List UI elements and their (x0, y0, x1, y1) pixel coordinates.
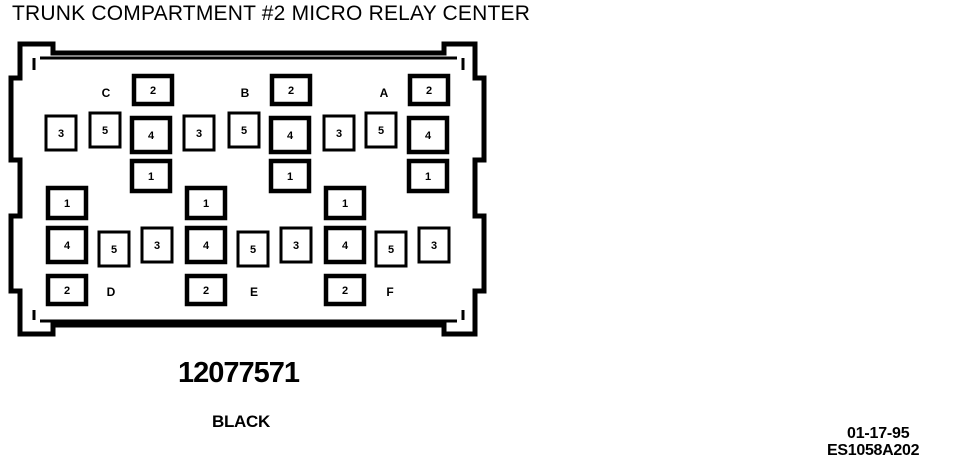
pin-cavity (184, 273, 228, 307)
pin-cavity (236, 230, 270, 268)
pin-cavity (364, 111, 398, 149)
pin-cavity (88, 111, 122, 149)
relay-c: C 1 2 3 4 5 (44, 73, 175, 194)
pin-number: 2 (342, 285, 348, 297)
relay-letter-label: C (102, 86, 111, 100)
part-number: 12077571 (178, 357, 300, 389)
date-code: 01-17-95 (847, 425, 910, 442)
pin-cavity (129, 158, 173, 194)
pin-cavity (406, 115, 450, 155)
pin-cavity (140, 226, 174, 264)
pin-cavity (269, 73, 313, 107)
pin-cavity (45, 185, 89, 221)
pin-number: 1 (287, 171, 293, 183)
pin-number: 2 (426, 85, 432, 97)
pin-number: 5 (388, 244, 394, 256)
pin-number: 4 (148, 130, 155, 142)
pin-cavity (417, 226, 451, 264)
pin-number: 5 (102, 125, 108, 137)
pin-cavity (407, 73, 451, 107)
relay-d: D 1 2 3 4 5 (45, 185, 174, 307)
pin-number: 5 (378, 125, 384, 137)
pin-cavity (323, 185, 367, 221)
pin-number: 1 (342, 198, 348, 210)
relay-b: B 1 2 3 4 5 (182, 73, 313, 194)
pin-number: 4 (425, 130, 432, 142)
pin-number: 1 (64, 198, 70, 210)
pin-number: 2 (64, 285, 70, 297)
pin-number: 4 (203, 240, 210, 252)
pin-cavity (129, 115, 173, 155)
housing-inner-lines (32, 56, 465, 323)
pin-number: 1 (148, 171, 154, 183)
pin-number: 5 (241, 125, 247, 137)
pin-cavity (131, 73, 175, 107)
pin-number: 4 (342, 240, 349, 252)
pin-cavity (45, 225, 89, 265)
relay-letter-label: A (380, 86, 389, 100)
pin-number: 1 (425, 171, 431, 183)
pin-number: 2 (203, 285, 209, 297)
pin-cavity (323, 273, 367, 307)
pin-cavity (406, 158, 450, 194)
pin-cavity (97, 230, 131, 268)
pin-number: 2 (288, 85, 294, 97)
housing-outline (8, 41, 487, 337)
connector-color: BLACK (212, 412, 270, 431)
pin-cavity (268, 158, 312, 194)
drawing-code: ES1058A202 (827, 442, 920, 459)
relay-letter-label: F (386, 285, 393, 299)
pin-number: 3 (58, 128, 64, 140)
pin-number: 5 (111, 244, 117, 256)
pin-cavity (279, 226, 313, 264)
pin-cavity (268, 115, 312, 155)
relay-a: A 1 2 3 4 5 (322, 73, 451, 194)
pin-number: 1 (203, 198, 209, 210)
pin-number: 2 (150, 85, 156, 97)
pin-cavity (44, 114, 78, 152)
pin-number: 3 (196, 128, 202, 140)
pin-number: 3 (336, 128, 342, 140)
relay-e: E 1 2 3 4 5 (184, 185, 313, 307)
pin-cavity (227, 111, 261, 149)
pin-cavity (184, 225, 228, 265)
pin-number: 4 (287, 130, 294, 142)
pin-number: 3 (154, 240, 160, 252)
pin-cavity (374, 230, 408, 268)
pin-number: 3 (293, 240, 299, 252)
diagram-title: TRUNK COMPARTMENT #2 MICRO RELAY CENTER (12, 2, 531, 25)
relay-letter-label: D (107, 285, 116, 299)
pin-cavity (45, 273, 89, 307)
relay-letter-label: E (250, 285, 258, 299)
pin-cavity (182, 114, 216, 152)
relay-letter-label: B (241, 86, 250, 100)
pin-number: 4 (64, 240, 71, 252)
pin-cavity (323, 225, 367, 265)
pin-number: 5 (250, 244, 256, 256)
pin-cavity (184, 185, 228, 221)
pin-cavity (322, 114, 356, 152)
relay-f: F 1 2 3 4 5 (323, 185, 451, 307)
pin-number: 3 (431, 240, 437, 252)
